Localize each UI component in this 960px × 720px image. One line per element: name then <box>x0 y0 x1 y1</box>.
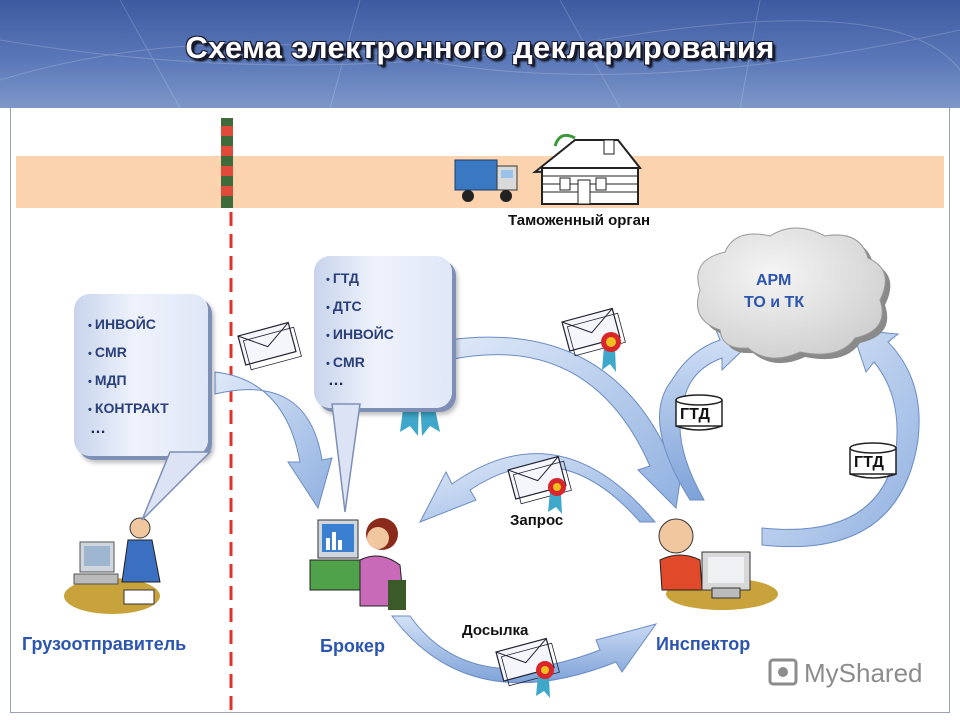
header-map-pattern <box>0 0 960 108</box>
arrow-resend <box>390 615 658 684</box>
arrow-shipper-to-broker <box>214 371 333 510</box>
actor-inspector-label: Инспектор <box>656 634 751 654</box>
bubble-ellipsis: … <box>90 420 108 437</box>
customs-house-icon <box>532 133 642 205</box>
cloud-label-line2: ТО и ТК <box>744 294 805 311</box>
truck-icon <box>454 159 518 202</box>
resend-label: Досылка <box>462 622 529 639</box>
border-post <box>221 118 233 208</box>
customs-label: Таможенный орган <box>508 212 651 229</box>
broker-figure-icon <box>309 518 406 610</box>
page-title: Схема электронного декларирования <box>185 30 775 65</box>
broker-docs-bubble: ГТД ДТС ИНВОЙС CMR … <box>314 256 452 408</box>
doc-item: МДП <box>88 366 169 394</box>
doc-item: CMR <box>88 338 169 366</box>
actor-broker-label: Брокер <box>320 636 385 656</box>
shipper-figure-icon <box>64 517 161 614</box>
seal-icon-4 <box>536 661 554 698</box>
doc-item: CMR <box>326 348 394 376</box>
watermark-text: MyShared <box>804 658 923 688</box>
content-frame <box>10 108 950 713</box>
request-label: Запрос <box>510 512 564 529</box>
doc-item: ДТС <box>326 292 394 320</box>
cloud-label-line1: АРМ <box>756 272 792 289</box>
gtd-cylinder-1 <box>675 394 723 431</box>
gtd-label-2: ГТД <box>854 454 884 471</box>
gtd-label-1: ГТД <box>680 406 710 423</box>
doc-item: КОНТРАКТ <box>88 394 169 422</box>
shipper-docs-bubble: ИНВОЙС CMR МДП КОНТРАКТ … <box>74 294 208 456</box>
gtd-cylinder-2 <box>849 442 897 479</box>
doc-item: ИНВОЙС <box>88 310 169 338</box>
actor-shipper-label: Грузоотправитель <box>22 634 187 654</box>
arrow-request <box>418 453 657 523</box>
doc-item: ГТД <box>326 264 394 292</box>
myshared-logo-icon <box>768 658 798 686</box>
seal-icon-3 <box>548 478 566 514</box>
arm-cloud <box>697 227 891 364</box>
bubble-ellipsis: … <box>328 372 346 389</box>
seal-icon-2 <box>601 332 621 372</box>
header-bar <box>0 0 960 108</box>
arrow-cloud-return <box>761 329 920 548</box>
inspector-figure-icon <box>658 518 778 610</box>
doc-item: ИНВОЙС <box>326 320 394 348</box>
envelope-icon-1 <box>237 321 302 371</box>
